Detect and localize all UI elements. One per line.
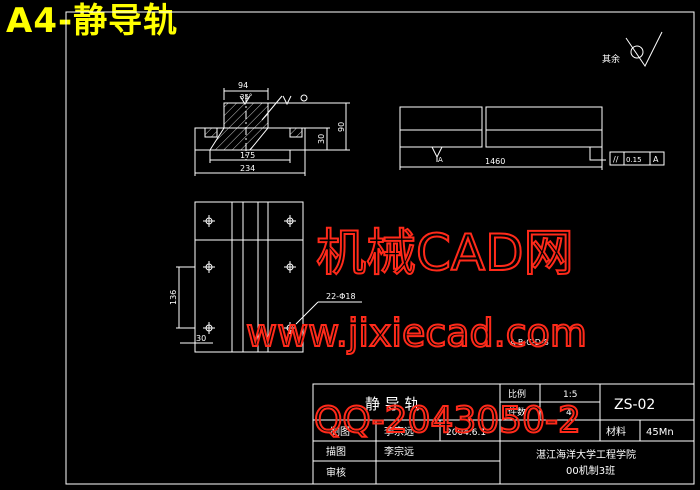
plan-view: [176, 201, 362, 353]
side-view: [399, 106, 665, 170]
dim-top-width: 94: [238, 81, 248, 90]
tolerance-symbol: //: [613, 155, 619, 164]
tolerance-frame: [609, 151, 665, 166]
page-title: A4-静导轨: [6, 1, 179, 41]
drafter-name: 李宗远: [384, 445, 414, 458]
dim-length: 1460: [485, 157, 505, 166]
scale-value: 1:5: [563, 390, 577, 400]
roughness-note: 其余: [602, 53, 620, 65]
watermark-line-3: QQ-2043050-2: [314, 400, 581, 441]
dim-hole-span: 136: [169, 290, 178, 305]
dim-height-total: 90: [337, 122, 346, 132]
dim-chamfer: 35°: [240, 93, 252, 101]
roughness-symbol: [625, 31, 663, 67]
designer-label: 制图: [330, 425, 350, 438]
detail-note: A-B-C-D-8: [510, 338, 549, 347]
watermark-line-1: 机械CAD网: [316, 224, 574, 282]
qty-label: 件数: [508, 406, 526, 418]
school-name: 湛江海洋大学工程学院: [536, 448, 636, 461]
title-block: [312, 383, 695, 485]
watermark-line-2: www.jixiecad.com: [246, 311, 587, 355]
dim-edge-offset: 30: [196, 334, 206, 343]
designer-name: 李宗远: [384, 425, 414, 438]
dim-inner-width: 175: [240, 151, 255, 160]
dim-height-small: 30: [317, 134, 326, 144]
checker-label: 审核: [326, 466, 346, 479]
drawing-number: ZS-02: [614, 397, 655, 413]
drawing-date: 2004.6.1: [446, 428, 486, 438]
dim-overall-width: 234: [240, 164, 255, 173]
section-hatch: [209, 102, 269, 151]
material-label: 材料: [606, 425, 626, 438]
class-name: 00机制3班: [566, 464, 615, 477]
drafter-label: 描图: [326, 445, 346, 458]
qty-value: 4: [566, 408, 572, 418]
datum-a-label: A: [438, 156, 443, 164]
part-name: 静 导 轨: [365, 395, 420, 413]
dim-hole-note: 22-Φ18: [326, 292, 356, 301]
scale-label: 比例: [508, 388, 526, 400]
material-value: 45Mn: [646, 427, 674, 438]
tolerance-value: 0.15: [626, 156, 642, 164]
tolerance-datum: A: [653, 155, 659, 164]
front-section-view: [194, 88, 350, 176]
